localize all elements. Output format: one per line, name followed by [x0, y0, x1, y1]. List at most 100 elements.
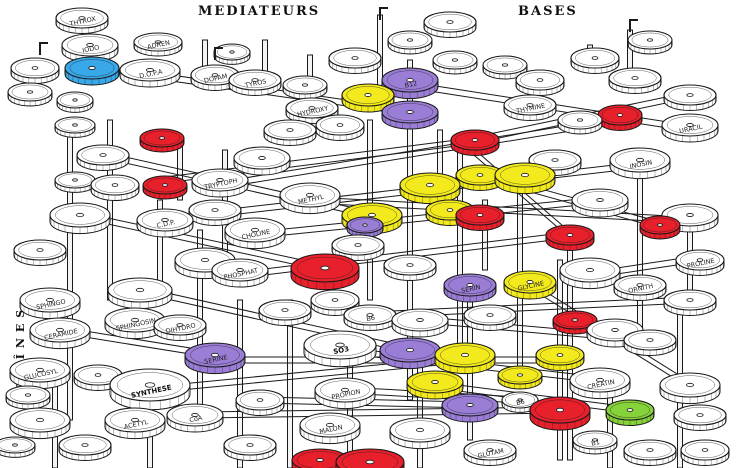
wheel-a34: [660, 373, 720, 404]
wheel-a12: [234, 147, 290, 175]
wheel-ornith: ORNITH: [614, 275, 666, 301]
wheel-thyrox: THYROX: [56, 8, 108, 34]
wheel-ceramide: CERAMIDE: [30, 318, 90, 349]
wheel-a4: [55, 117, 95, 137]
wheel-a39: [624, 440, 676, 466]
wheel-top9: [664, 85, 716, 111]
wheel-glutam: GLUTAM: [464, 440, 516, 466]
wheel-tryptoph: TRYPTOPH: [192, 169, 248, 197]
wheel-y10: [498, 366, 542, 389]
wheel-top8: [609, 68, 661, 94]
wheel-a38: [390, 418, 450, 449]
wheel-thymine: THYMINE: [504, 95, 556, 121]
wheel-red-big1: [291, 254, 359, 290]
wheel-a32: [624, 330, 676, 356]
wheel-y2: [400, 173, 460, 204]
wheel-red-bottom: [336, 449, 404, 468]
axle-rod: [638, 170, 643, 330]
wheel-acetyl-coa: CoA: [167, 404, 223, 432]
wheel-red-l2: [143, 176, 187, 199]
wheel-a11: [55, 172, 95, 192]
wheel-red-l1: [140, 129, 184, 152]
wheel-top5: [516, 70, 564, 96]
wheel-cdp: C.D.P.: [137, 209, 193, 237]
wheel-a42: [59, 435, 111, 461]
wheel-choline: CHOLINE: [225, 218, 285, 249]
wheel-a7: [329, 48, 381, 74]
wheel-a40: [681, 440, 729, 466]
axle-rod: [608, 390, 613, 468]
wheel-tyros: TYROS: [229, 70, 281, 96]
wheel-red-r3: [546, 225, 594, 251]
wheel-purple-serin: SERIN: [444, 274, 496, 302]
wheel-purple-2: [382, 101, 438, 129]
wheel-purple-4: [380, 338, 440, 369]
wheel-y7: [435, 343, 495, 374]
wheel-top7: [628, 31, 672, 54]
wheel-propion: PROPION: [315, 378, 375, 409]
wheel-a8: [558, 111, 602, 134]
wheel-malon: MALON: [300, 413, 360, 444]
wheel-top2: [388, 31, 432, 54]
wheel-proline: PROLINE: [676, 250, 724, 276]
wheel-y9: [407, 371, 463, 399]
wheel-a1: [11, 58, 59, 84]
wheel-a23: [384, 255, 436, 281]
wheel-b1: B1: [573, 431, 617, 454]
wheel-b6: B6: [344, 305, 396, 331]
wheel-a30: [464, 305, 516, 331]
wheel-adren: ADREN: [134, 33, 182, 56]
wheel-acetyl: ACETYL: [105, 408, 165, 439]
wheel-a44: [6, 386, 50, 409]
wheel-a27: [259, 300, 311, 326]
wheel-dihydro: DIHYDRO: [154, 315, 206, 341]
wheel-a36: [10, 408, 70, 439]
wheel-top6: [571, 48, 619, 74]
wheel-a14: [316, 115, 364, 141]
wheel-inosin: INOSIN: [610, 148, 670, 179]
wheel-a35: [674, 405, 726, 431]
wheel-a16: [572, 189, 628, 217]
wheel-a3: [57, 92, 93, 112]
wheel-sphingo: SPHINGO: [20, 288, 80, 319]
wheel-red-m1: [451, 130, 499, 156]
crank-handle: [40, 43, 48, 55]
wheel-a20: [14, 240, 66, 266]
wheel-phosphat: PHOSPHAT: [212, 259, 268, 287]
wheel-red-r2: [640, 216, 680, 239]
wheel-uracil: URACIL: [662, 114, 718, 142]
wheel-a9: [77, 145, 129, 171]
wheel-red-m2: [456, 205, 504, 231]
wheel-dopa: D.O.P.A: [120, 59, 180, 87]
wheel-creatin: CREATIN: [570, 368, 630, 399]
wheel-blue: [65, 57, 119, 85]
wheel-a43: [0, 437, 35, 457]
wheel-a29: [392, 309, 448, 337]
wheel-y8: [536, 345, 584, 371]
wheel-a37: [236, 390, 284, 416]
wheel-purple-3: [347, 217, 383, 237]
wheel-a41: [224, 435, 276, 461]
wheel-y4: [495, 163, 555, 194]
wheel-glycine: GLYCINE: [504, 271, 556, 299]
wheel-a6: [283, 76, 327, 99]
wheel-purple-serine: SERINE: [185, 343, 245, 374]
wheel-a25: [664, 290, 716, 316]
wheel-green: [606, 400, 654, 426]
wheel-red-r1: [598, 105, 642, 131]
wheel-a26: [108, 278, 172, 309]
wheel-a13: [264, 120, 316, 146]
wheel-a10: [91, 175, 139, 201]
wheel-a24: [560, 258, 620, 289]
wheel-a2: [8, 83, 52, 106]
wheel-purple-5: [442, 394, 498, 422]
wheel-glucosyl: GLUCOSYL: [10, 358, 70, 389]
wheel-a19: [50, 203, 110, 234]
wheel-top1: [424, 12, 476, 38]
wheel-synthese: SYNTHESE: [110, 369, 190, 410]
wheel-so3: SO3: [304, 331, 376, 367]
wheel-methyl: METHYL: [280, 183, 340, 214]
wheel-red-b1: [530, 397, 590, 430]
wheel-top3: [433, 51, 477, 74]
